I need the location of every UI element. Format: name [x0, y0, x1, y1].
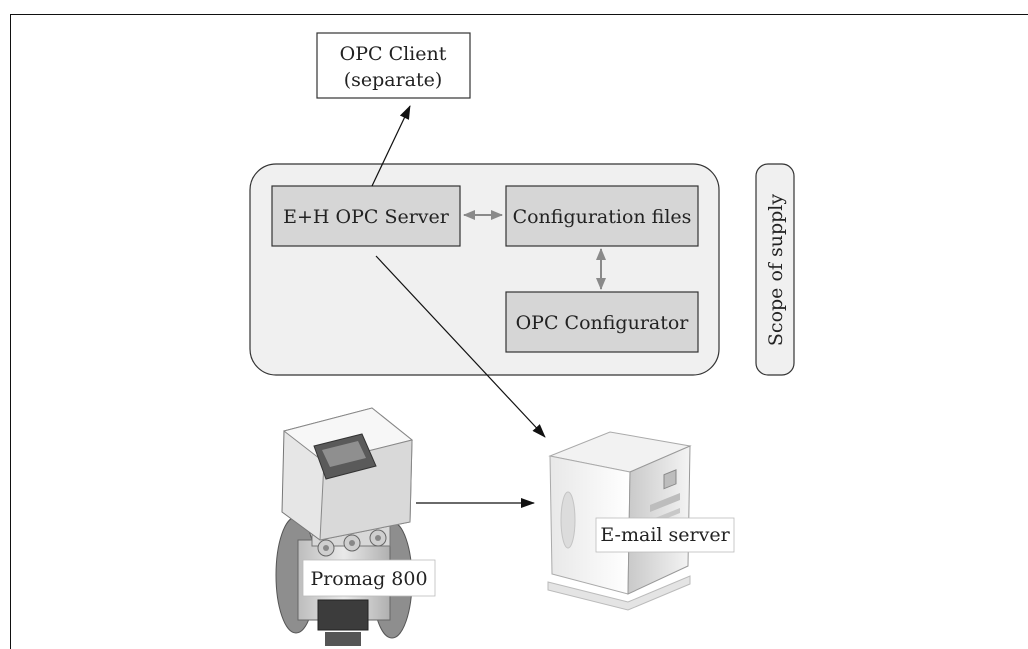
opc-client-label-1: OPC Client — [340, 43, 447, 65]
config-files-label: Configuration files — [513, 206, 692, 228]
server-tower-icon — [547, 431, 692, 611]
opc-server-label: E+H OPC Server — [283, 206, 450, 228]
opc-server-box — [271, 185, 461, 247]
opc-client-box — [316, 32, 471, 99]
opc-configurator-label: OPC Configurator — [516, 312, 690, 334]
scope-of-supply-label: Scope of supply — [765, 194, 787, 346]
server-to-email-arrow — [375, 255, 546, 438]
scope-of-supply-box — [755, 163, 795, 376]
flowmeter-icon — [275, 407, 414, 646]
email-server-label: E-mail server — [600, 524, 730, 546]
config-files-box — [505, 185, 699, 247]
promag-label-box — [302, 559, 436, 597]
email-server-label-box — [595, 517, 735, 553]
opc-configurator-box — [505, 291, 699, 353]
opc-client-label-2: (separate) — [344, 69, 443, 91]
promag-label: Promag 800 — [310, 568, 427, 590]
server-to-client-arrow — [371, 105, 411, 187]
